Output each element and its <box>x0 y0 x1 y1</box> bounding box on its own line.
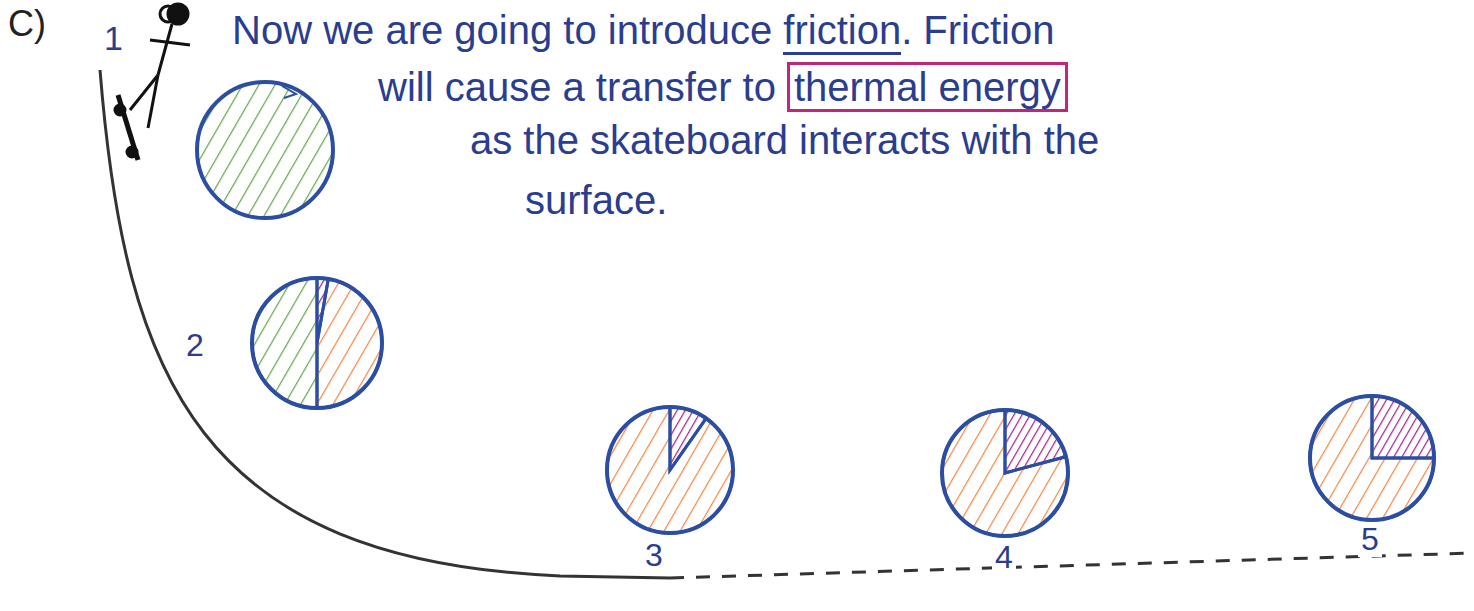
text-line: will cause a transfer tothermal energy <box>378 62 1068 112</box>
note-text: Now we are going to introduce <box>232 8 772 52</box>
note-text: as the skateboard interacts with the <box>470 118 1099 162</box>
callout-number: 3 <box>642 538 666 573</box>
note-text: surface. <box>525 178 667 222</box>
callout-number: 2 <box>186 328 204 363</box>
energy-pie <box>1310 396 1434 520</box>
energy-pie <box>252 278 382 408</box>
note-text: will cause a transfer to <box>378 65 776 109</box>
energy-pie <box>942 410 1068 536</box>
note-text: friction <box>783 8 901 55</box>
callout-number: 1 <box>104 20 123 57</box>
note-text: thermal energy <box>787 62 1068 112</box>
text-line: as the skateboard interacts with the <box>470 118 1099 163</box>
text-line: Now we are going to introducefriction. F… <box>232 8 1054 55</box>
energy-pie <box>197 82 333 218</box>
skater-figure <box>115 4 190 160</box>
part-letter: C) <box>8 4 46 44</box>
note-text: . Friction <box>901 8 1054 52</box>
callout-number: 4 <box>992 540 1016 575</box>
callout-number: 5 <box>1358 522 1382 557</box>
energy-pie <box>607 407 733 533</box>
text-line: surface. <box>525 178 667 223</box>
ground-dashed <box>670 553 1474 578</box>
